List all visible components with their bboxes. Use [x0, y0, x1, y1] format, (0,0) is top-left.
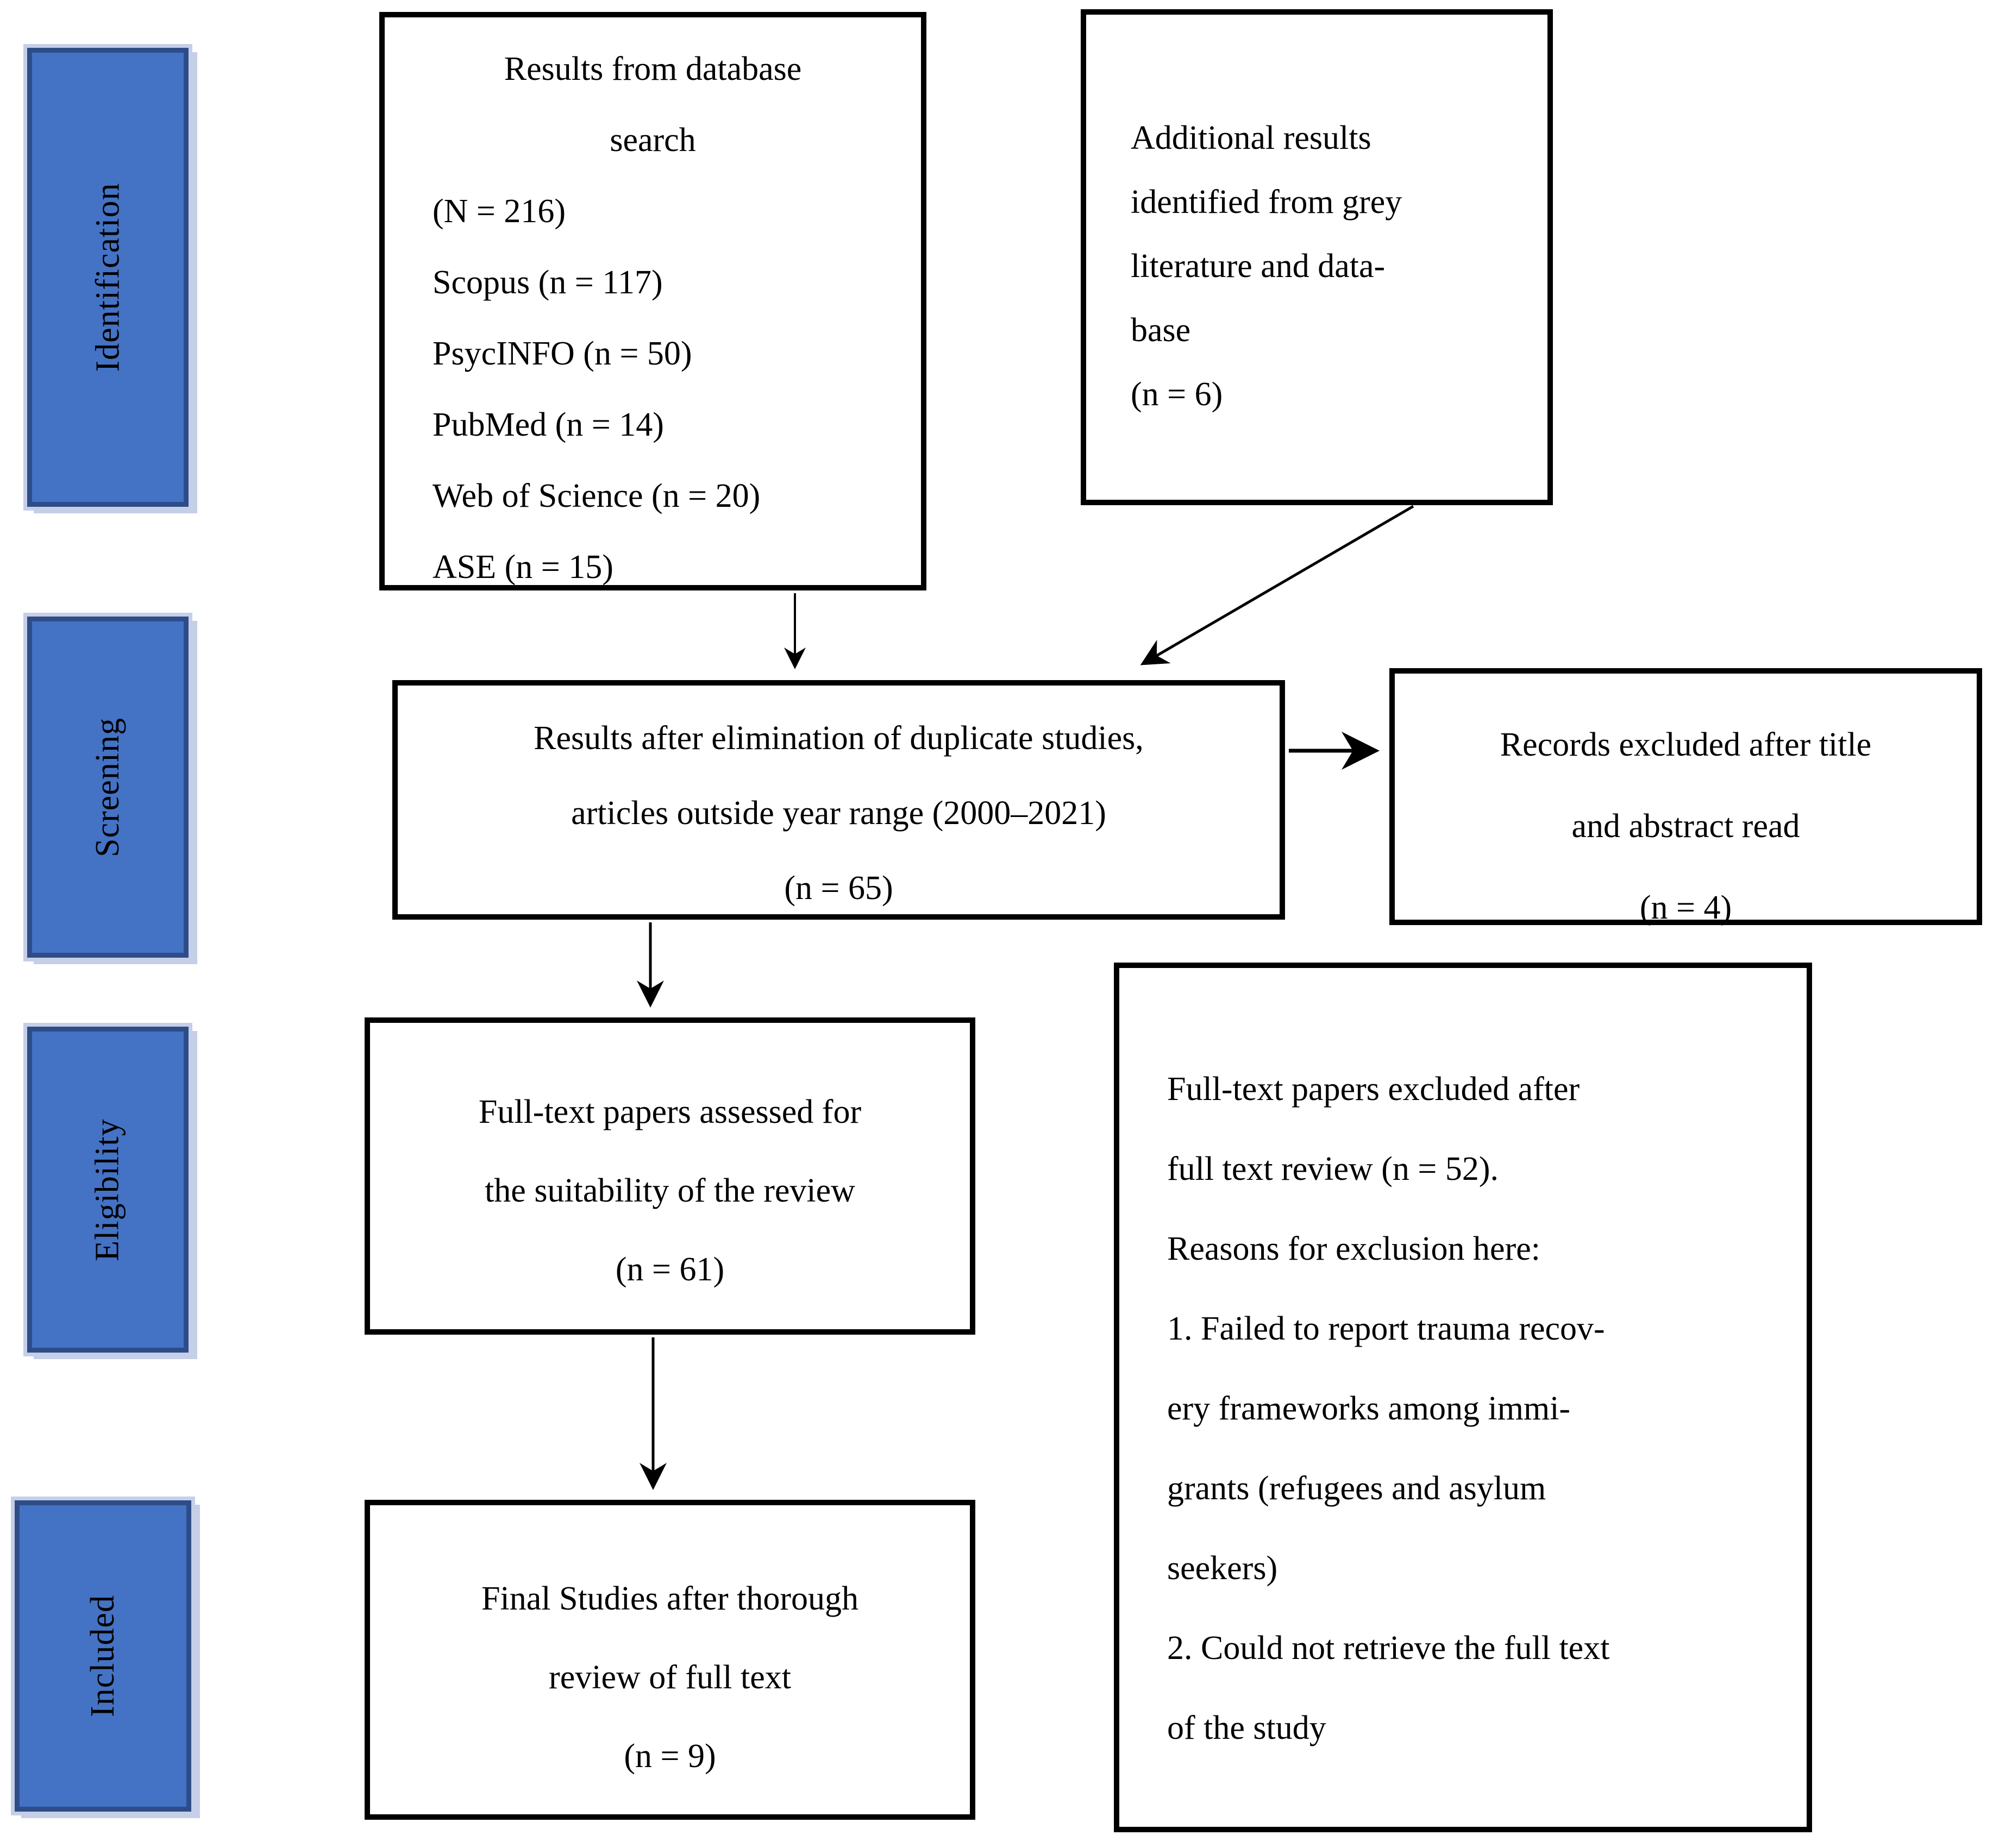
text-line: PsycINFO (n = 50)	[433, 335, 692, 372]
text-line: Results from database	[504, 51, 802, 87]
text-line: and abstract read	[1571, 808, 1800, 845]
text-line: PubMed (n = 14)	[433, 406, 664, 443]
text-line: (n = 61)	[615, 1251, 725, 1288]
database-search-title: Results from database search	[385, 34, 921, 176]
text-line: (N = 216)	[433, 193, 566, 230]
text-line: (n = 65)	[784, 870, 893, 907]
text-line: the suitability of the review	[485, 1172, 855, 1209]
stage-label-identification: Identification	[89, 183, 127, 372]
stage-label-screening: Screening	[89, 717, 126, 857]
text-line: review of full text	[549, 1659, 791, 1696]
box-grey-literature: Additional results identified from grey li…	[1081, 9, 1553, 505]
text-line: Results after elimination of duplicate s…	[534, 720, 1144, 757]
fulltext-excluded-text: Full-text papers excluded after full text…	[1167, 1049, 1785, 1768]
box-fulltext-assessed: Full-text papers assessed for the suitabi…	[365, 1017, 975, 1335]
text-line: Scopus (n = 117)	[433, 264, 663, 301]
text-line: ASE (n = 15)	[433, 549, 613, 586]
text-line: articles outside year range (2000–2021)	[571, 795, 1106, 832]
text-line: Records excluded after title	[1500, 726, 1872, 763]
text-line: full text review (n = 52).	[1167, 1151, 1499, 1187]
text-line: Reasons for exclusion here:	[1167, 1230, 1540, 1267]
text-line: (n = 9)	[624, 1738, 716, 1775]
text-line: 1. Failed to report trauma recov-	[1167, 1310, 1605, 1347]
box-final-studies: Final Studies after thorough review of fu…	[365, 1500, 975, 1820]
text-line: of the study	[1167, 1709, 1326, 1746]
grey-literature-text: Additional results identified from grey li…	[1131, 106, 1526, 426]
stage-box-eligibility: Eligibility	[27, 1027, 189, 1353]
text-line: (n = 6)	[1131, 376, 1223, 413]
text-line: ery frameworks among immi-	[1167, 1390, 1571, 1427]
box-duplicates-removed: Results after elimination of duplicate s…	[392, 680, 1285, 920]
text-line: identified from grey	[1131, 184, 1402, 221]
stage-box-identification: Identification	[27, 48, 189, 507]
database-search-counts: (N = 216) Scopus (n = 117) PsycINFO (n = 5…	[385, 176, 921, 603]
stage-box-screening: Screening	[27, 617, 189, 958]
text-line: base	[1131, 312, 1191, 349]
text-line: Web of Science (n = 20)	[433, 477, 761, 514]
stage-box-included: Included	[15, 1500, 191, 1812]
box-database-search: Results from database search (N = 216) Sco…	[379, 12, 926, 590]
text-line: 2. Could not retrieve the full text	[1167, 1630, 1610, 1667]
stage-label-included: Included	[84, 1595, 121, 1717]
records-excluded-text: Records excluded after title and abstract…	[1395, 704, 1977, 948]
box-records-excluded: Records excluded after title and abstract…	[1389, 668, 1982, 926]
stage-label-eligibility: Eligibility	[89, 1118, 126, 1261]
text-line: (n = 4)	[1639, 889, 1732, 926]
text-line: search	[610, 122, 696, 159]
text-line: Additional results	[1131, 120, 1371, 156]
arrow-grey-literature-to-duplicates	[1140, 505, 1414, 665]
text-line: grants (refugees and asylum	[1167, 1470, 1546, 1507]
text-line: Full-text papers excluded after	[1167, 1071, 1580, 1108]
fulltext-assessed-text: Full-text papers assessed for the suitabi…	[370, 1073, 970, 1309]
text-line: Final Studies after thorough	[481, 1580, 858, 1617]
text-line: literature and data-	[1131, 248, 1386, 285]
text-line: Full-text papers assessed for	[478, 1093, 862, 1130]
box-fulltext-excluded: Full-text papers excluded after full text…	[1114, 963, 1812, 1832]
final-studies-text: Final Studies after thorough review of fu…	[370, 1560, 970, 1796]
duplicates-removed-text: Results after elimination of duplicate s…	[398, 701, 1280, 926]
text-line: seekers)	[1167, 1550, 1278, 1587]
